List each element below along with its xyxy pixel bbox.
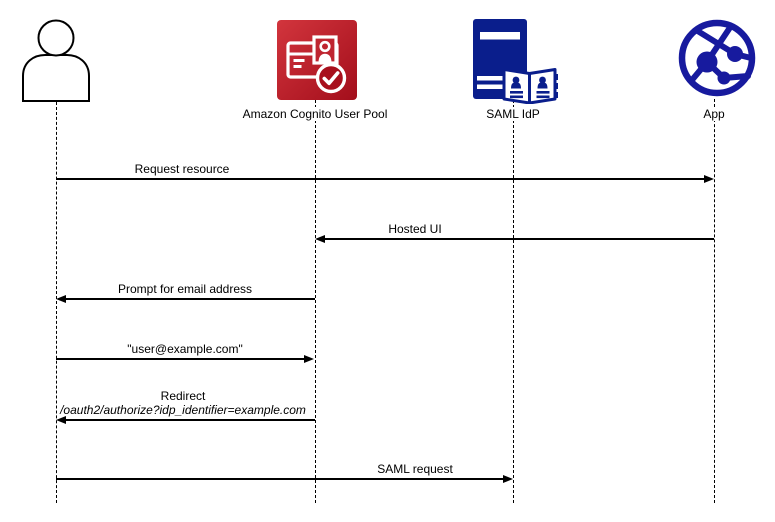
message-label-prompt-email: Prompt for email address — [116, 282, 254, 296]
message-line-saml-request — [56, 478, 503, 480]
message-sublabel-redirect-url: /oauth2/authorize?idp_identifier=example… — [59, 403, 307, 417]
participant-label-cognito: Amazon Cognito User Pool — [240, 107, 390, 121]
message-line-prompt-email — [66, 298, 315, 300]
participant-label-saml: SAML IdP — [484, 107, 542, 121]
lifeline-cognito — [315, 100, 316, 503]
message-line-request-resource — [56, 178, 704, 180]
message-label-saml-request: SAML request — [376, 462, 454, 476]
message-label-request-resource: Request resource — [133, 162, 231, 176]
arrowhead-request-resource — [704, 174, 714, 183]
participant-label-app: App — [701, 107, 727, 121]
lifeline-saml — [513, 100, 514, 503]
lifeline-app — [714, 99, 715, 503]
arrowhead-saml-request — [503, 474, 513, 483]
message-line-redirect — [66, 419, 315, 421]
message-label-hosted-ui: Hosted UI — [387, 222, 443, 236]
arrowhead-prompt-email — [56, 294, 66, 303]
arrowhead-redirect — [56, 415, 66, 424]
amazon-cognito-icon — [277, 20, 357, 100]
person-actor-icon — [22, 19, 90, 102]
arrowhead-user-email — [304, 354, 314, 363]
saml-idp-server-icon — [473, 19, 558, 104]
app-globe-icon — [678, 19, 756, 97]
arrowhead-hosted-ui — [315, 234, 325, 243]
message-line-hosted-ui — [325, 238, 714, 240]
message-label-redirect: Redirect — [159, 389, 207, 403]
message-line-user-email — [56, 358, 304, 360]
message-label-user-email: "user@example.com" — [126, 342, 244, 356]
